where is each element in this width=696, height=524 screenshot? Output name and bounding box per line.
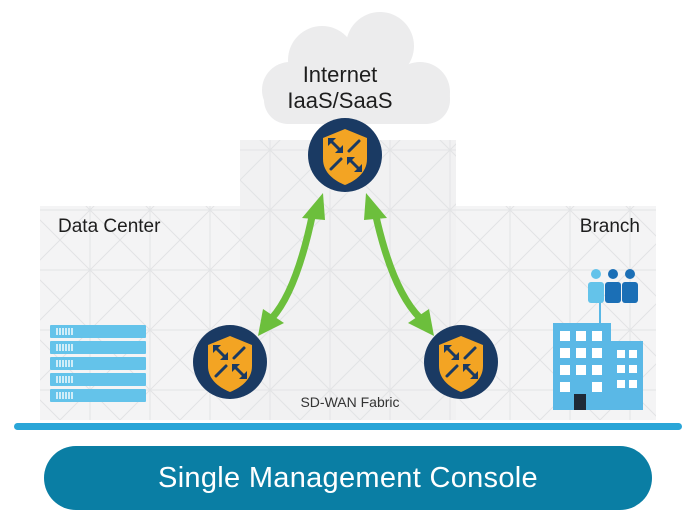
arrow-head-icon <box>302 193 325 220</box>
link-internet-branch <box>364 193 434 336</box>
branch-label: Branch <box>579 216 640 237</box>
internet-label-line2: IaaS/SaaS <box>287 88 393 113</box>
internet-label: Internet IaaS/SaaS <box>240 62 440 114</box>
arrow-head-icon <box>258 309 284 336</box>
server-rack-icon <box>50 325 146 402</box>
management-console-label: Single Management Console <box>158 461 538 494</box>
fabric-baseline <box>14 423 682 430</box>
data-center-label: Data Center <box>58 216 161 237</box>
shield-router-icon-internet <box>306 116 384 194</box>
users-icon <box>588 269 638 303</box>
shield-router-icon-datacenter <box>191 323 269 401</box>
internet-label-line1: Internet <box>302 62 378 87</box>
office-building-icon <box>553 302 643 410</box>
arrow-head-icon <box>364 193 387 220</box>
sd-wan-fabric-label: SD-WAN Fabric <box>300 394 400 410</box>
shield-router-icon-branch <box>422 323 500 401</box>
link-internet-datacenter <box>258 193 325 336</box>
management-console-bar: Single Management Console <box>44 446 652 510</box>
cloud-icon <box>262 12 450 124</box>
arrow-head-icon <box>408 309 434 336</box>
